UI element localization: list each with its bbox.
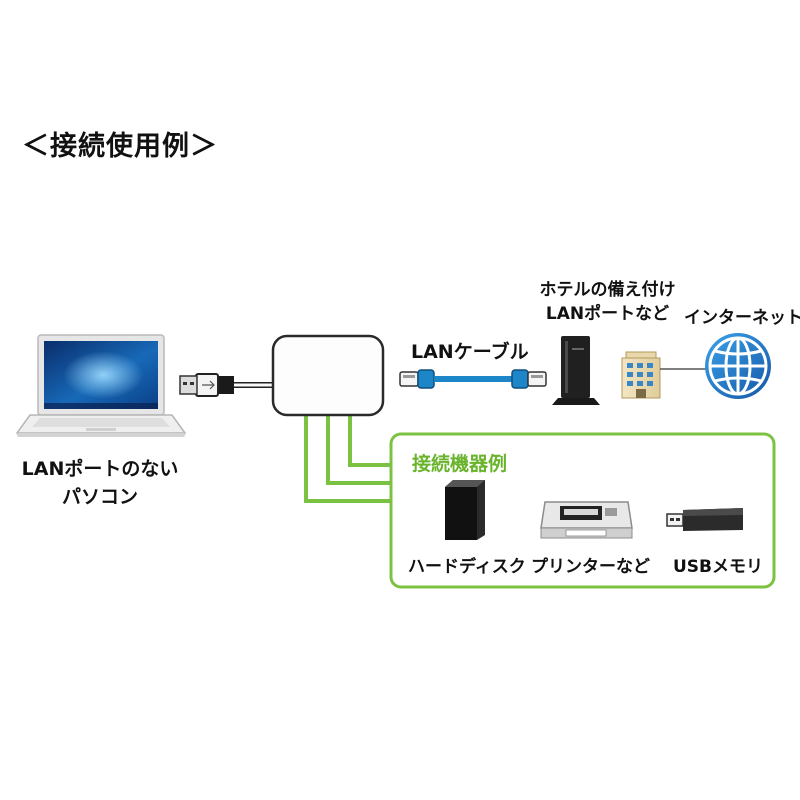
lan-cable-label: LANケーブル — [411, 341, 529, 363]
page-title: ＜接続使用例＞ — [22, 131, 218, 162]
hotel-lan-label-line: LANポートなど — [545, 304, 670, 324]
hotel-lan-label-line: ホテルの備え付け — [539, 280, 676, 300]
laptop-label-line: パソコン — [61, 486, 138, 508]
printer-label: プリンターなど — [531, 557, 650, 577]
printer-icon — [540, 501, 633, 539]
device-connection-lines — [304, 410, 391, 503]
laptop-label: LANポートのない パソコン — [0, 455, 200, 511]
hard-disk-icon — [445, 480, 485, 540]
hard-disk-label: ハードディスク — [408, 557, 526, 577]
hub-icon — [271, 334, 385, 417]
router-icon — [552, 336, 600, 405]
usb-memory-label: USBメモリ — [673, 557, 764, 577]
hotel-lan-label: ホテルの備え付け LANポートなど — [525, 278, 690, 326]
laptop-icon — [15, 334, 187, 437]
usb-plug-icon — [179, 373, 273, 397]
globe-icon — [705, 333, 771, 399]
usb-memory-icon — [666, 508, 743, 531]
devices-box-title: 接続機器例 — [412, 453, 508, 475]
lan-cable-icon — [399, 369, 547, 389]
building-icon — [621, 351, 661, 399]
laptop-label-line: LANポートのない — [21, 458, 179, 480]
internet-label: インターネット — [684, 308, 800, 328]
